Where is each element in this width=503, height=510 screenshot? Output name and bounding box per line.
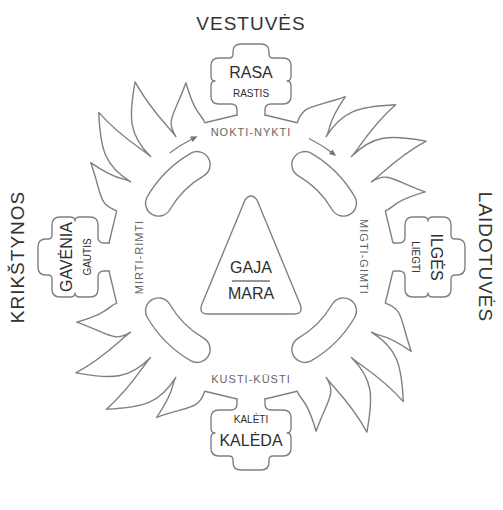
rite-heading: KRIKŠTYNOS [6,191,30,323]
divider-line [232,281,270,282]
arrow-head [329,149,336,156]
outline-path [393,217,465,297]
outline-path [211,398,291,470]
cross-node: KRIKŠTYNOSGAVĖNIAGAUTIS [38,217,110,297]
cycle-arrow [309,138,332,153]
lens-slots [146,152,357,363]
outline-path [38,217,110,297]
lens-slot [146,152,211,217]
arrow-head [190,136,198,142]
outline-path [201,196,301,314]
verb-label: RASTIS [233,88,269,100]
center-name: MARA [228,284,274,304]
verb-label: GAUTIS [82,238,94,275]
cycle-label: MIGTI-GIMTI [357,219,370,295]
sun-outline [76,82,426,432]
verb-label: LIEGTI [409,241,421,273]
cycle-arrow [170,138,193,153]
cycle-arrows [170,136,337,156]
cross-node: VESTUVĖSRASARASTIS [211,44,291,116]
lens-slot [292,152,357,217]
rite-heading: VESTUVĖS [196,12,305,36]
cross-node: KALĖTI KALĖDA [211,398,291,470]
cycle-label: KUSTI-KŪSTI [211,373,290,386]
season-name: GAVĖNIA [58,222,76,292]
season-name: RASA [229,64,273,82]
sun-flames [76,82,426,432]
rite-heading: LAIDOTUVĖS [473,192,497,322]
season-name: ILGĖS [427,233,445,280]
season-name: KALĖDA [219,432,282,450]
cross-node: LAIDOTUVĖSILGĖSLIEGTI [393,217,465,297]
verb-label: KALĖTI [234,414,268,426]
cycle-label: NOKTI-NYKTI [211,126,292,139]
outline-path [211,44,291,116]
cycle-label: MIRTI-RIMTI [133,220,146,294]
center-name: GAJA [230,258,272,278]
triangle-node: GAJA MARA [196,190,306,318]
